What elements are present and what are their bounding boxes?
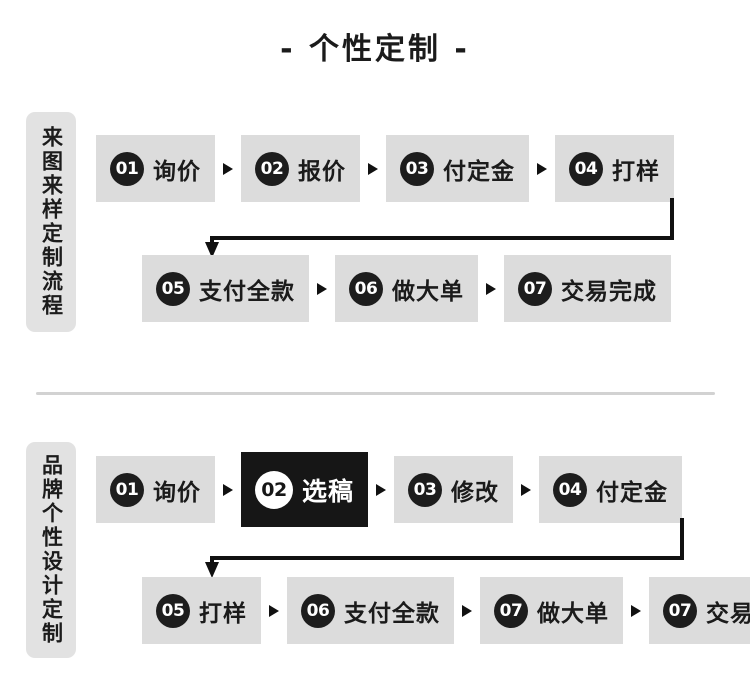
step-label: 交易完成 bbox=[706, 600, 750, 627]
step-box[interactable]: 07 交易完成 bbox=[504, 255, 671, 322]
section-divider bbox=[36, 392, 715, 395]
step-number-badge: 07 bbox=[518, 271, 552, 306]
step-label: 询价 bbox=[153, 479, 201, 506]
step-box[interactable]: 03 付定金 bbox=[386, 135, 529, 202]
step-number-badge: 04 bbox=[569, 151, 603, 186]
step-label: 支付全款 bbox=[344, 600, 440, 627]
step-label: 打样 bbox=[199, 600, 247, 627]
step-number-badge: 03 bbox=[408, 472, 443, 507]
step-label: 修改 bbox=[451, 479, 500, 506]
step-label: 付定金 bbox=[596, 479, 669, 506]
step-box-active[interactable]: 02 选稿 bbox=[241, 452, 369, 527]
step-row-lower: 05 支付全款 06 做大单 07 交易完成 bbox=[142, 255, 671, 322]
step-number-badge: 06 bbox=[301, 593, 335, 628]
step-number-badge: 03 bbox=[400, 151, 434, 186]
step-number-badge: 06 bbox=[349, 271, 383, 306]
flow-section-brand-design: 品牌个性设计定制 01 询价 02 选稿 03 修改 04 付定金 05 打样 bbox=[0, 440, 750, 670]
step-label: 做大单 bbox=[537, 600, 609, 627]
step-row-upper: 01 询价 02 报价 03 付定金 04 打样 bbox=[96, 135, 674, 202]
step-number-badge: 02 bbox=[255, 151, 289, 186]
step-box[interactable]: 05 支付全款 bbox=[142, 255, 309, 322]
step-row-lower: 05 打样 06 支付全款 07 做大单 07 交易完成 bbox=[142, 577, 750, 644]
flow-wrap-connector bbox=[205, 518, 684, 578]
step-number-badge: 02 bbox=[255, 470, 293, 509]
flow-section-image-sample: 来图来样定制流程 01 询价 02 报价 03 付定金 04 打样 05 支付全… bbox=[0, 110, 750, 355]
step-box[interactable]: 04 打样 bbox=[555, 135, 674, 202]
step-box[interactable]: 06 做大单 bbox=[335, 255, 478, 322]
step-label: 付定金 bbox=[443, 158, 515, 185]
arrow-right-icon bbox=[360, 162, 386, 175]
arrow-right-icon bbox=[529, 162, 555, 175]
arrow-right-icon bbox=[478, 282, 504, 295]
step-number-badge: 01 bbox=[110, 472, 144, 507]
step-box[interactable]: 01 询价 bbox=[96, 135, 215, 202]
arrow-right-icon bbox=[215, 483, 241, 496]
step-box[interactable]: 02 报价 bbox=[241, 135, 360, 202]
step-label: 交易完成 bbox=[561, 278, 657, 305]
step-label: 做大单 bbox=[392, 278, 464, 305]
arrow-right-icon bbox=[454, 604, 480, 617]
step-box[interactable]: 03 修改 bbox=[394, 456, 514, 523]
step-number-badge: 07 bbox=[494, 593, 528, 628]
section-side-label-text: 来图来样定制流程 bbox=[39, 126, 64, 318]
step-label: 选稿 bbox=[302, 476, 355, 506]
step-number-badge: 01 bbox=[110, 151, 144, 186]
section-side-label: 品牌个性设计定制 bbox=[26, 442, 76, 658]
step-box[interactable]: 06 支付全款 bbox=[287, 577, 454, 644]
arrow-right-icon bbox=[309, 282, 335, 295]
step-number-badge: 07 bbox=[663, 593, 697, 628]
arrow-right-icon bbox=[261, 604, 287, 617]
arrow-right-icon bbox=[513, 483, 539, 496]
step-label: 报价 bbox=[298, 158, 346, 185]
section-side-label: 来图来样定制流程 bbox=[26, 112, 76, 332]
step-number-badge: 05 bbox=[156, 271, 190, 306]
step-label: 打样 bbox=[612, 158, 660, 185]
step-row-upper: 01 询价 02 选稿 03 修改 04 付定金 bbox=[96, 452, 683, 527]
page-title: - 个性定制 - bbox=[280, 32, 470, 67]
step-label: 询价 bbox=[153, 158, 201, 185]
arrow-right-icon bbox=[368, 483, 394, 496]
step-box[interactable]: 04 付定金 bbox=[539, 456, 683, 523]
step-box[interactable]: 07 交易完成 bbox=[649, 577, 750, 644]
arrow-right-icon bbox=[623, 604, 649, 617]
section-side-label-text: 品牌个性设计定制 bbox=[39, 454, 64, 646]
step-box[interactable]: 01 询价 bbox=[96, 456, 215, 523]
step-label: 支付全款 bbox=[199, 278, 295, 305]
step-box[interactable]: 05 打样 bbox=[142, 577, 261, 644]
step-number-badge: 04 bbox=[553, 472, 588, 507]
flow-wrap-connector bbox=[205, 198, 674, 258]
step-number-badge: 05 bbox=[156, 593, 190, 628]
step-box[interactable]: 07 做大单 bbox=[480, 577, 623, 644]
arrow-right-icon bbox=[215, 162, 241, 175]
